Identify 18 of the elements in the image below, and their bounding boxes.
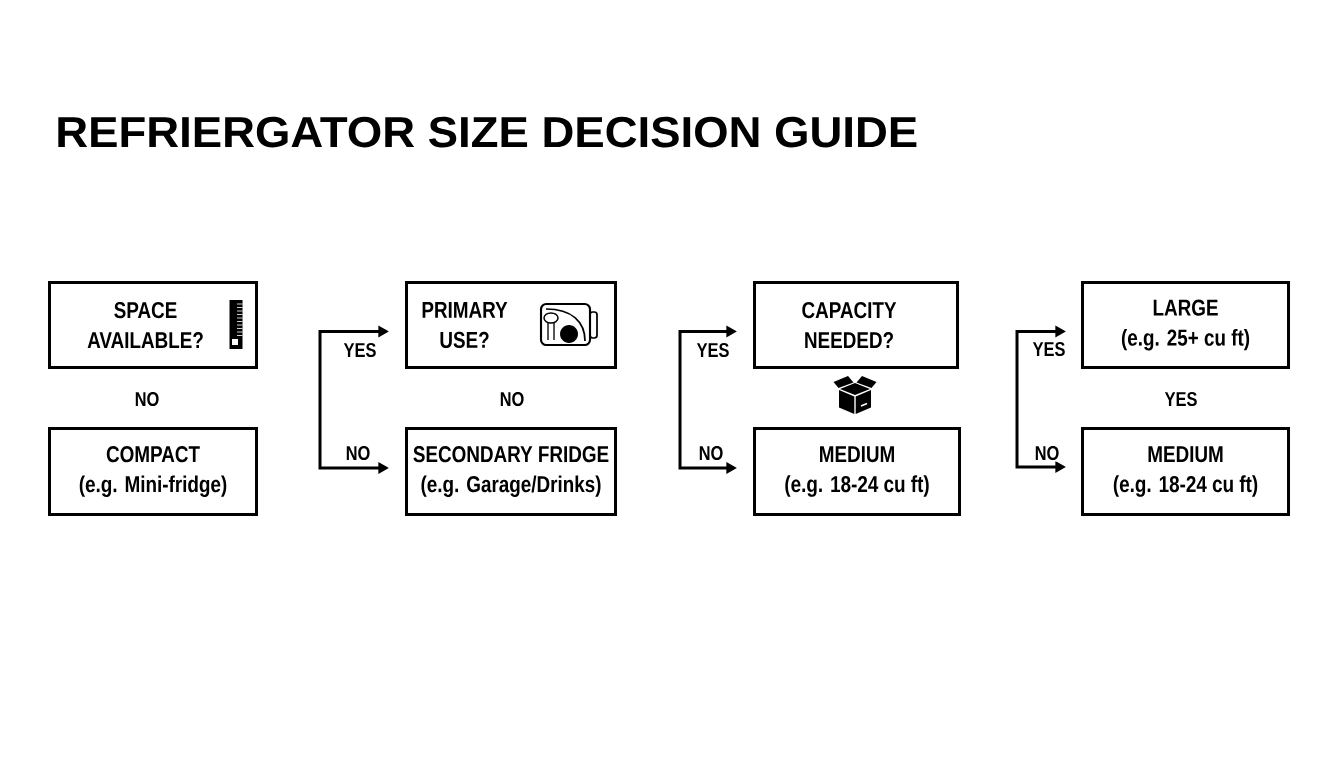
decision-box: PRIMARY USE? bbox=[405, 281, 617, 369]
result-box: MEDIUM (e.g. 18-24 cu ft) bbox=[1081, 427, 1290, 516]
edge-label: NO bbox=[697, 444, 725, 462]
result-box: SECONDARY FRIDGE (e.g. Garage/Drinks) bbox=[405, 427, 617, 516]
edge-label: YES bbox=[1031, 340, 1067, 358]
branch-label: YES bbox=[1164, 391, 1197, 407]
decision-box: SPACE AVAILABLE? bbox=[48, 281, 258, 369]
branch-label: NO bbox=[500, 391, 524, 407]
branch-label: NO bbox=[135, 391, 159, 407]
decision-box: CAPACITY NEEDED? bbox=[753, 281, 959, 369]
result-box: COMPACT (e.g. Mini-fridge) bbox=[48, 427, 258, 516]
edge-label: NO bbox=[344, 444, 372, 462]
result-box: MEDIUM (e.g. 18-24 cu ft) bbox=[753, 427, 961, 516]
title: REFRIERGATOR SIZE DECISION GUIDE bbox=[58, 116, 917, 148]
result-box: LARGE (e.g. 25+ cu ft) bbox=[1081, 281, 1290, 369]
edge-label: NO bbox=[1033, 444, 1061, 462]
edge-label: YES bbox=[695, 341, 731, 359]
edge-label: YES bbox=[342, 341, 378, 359]
